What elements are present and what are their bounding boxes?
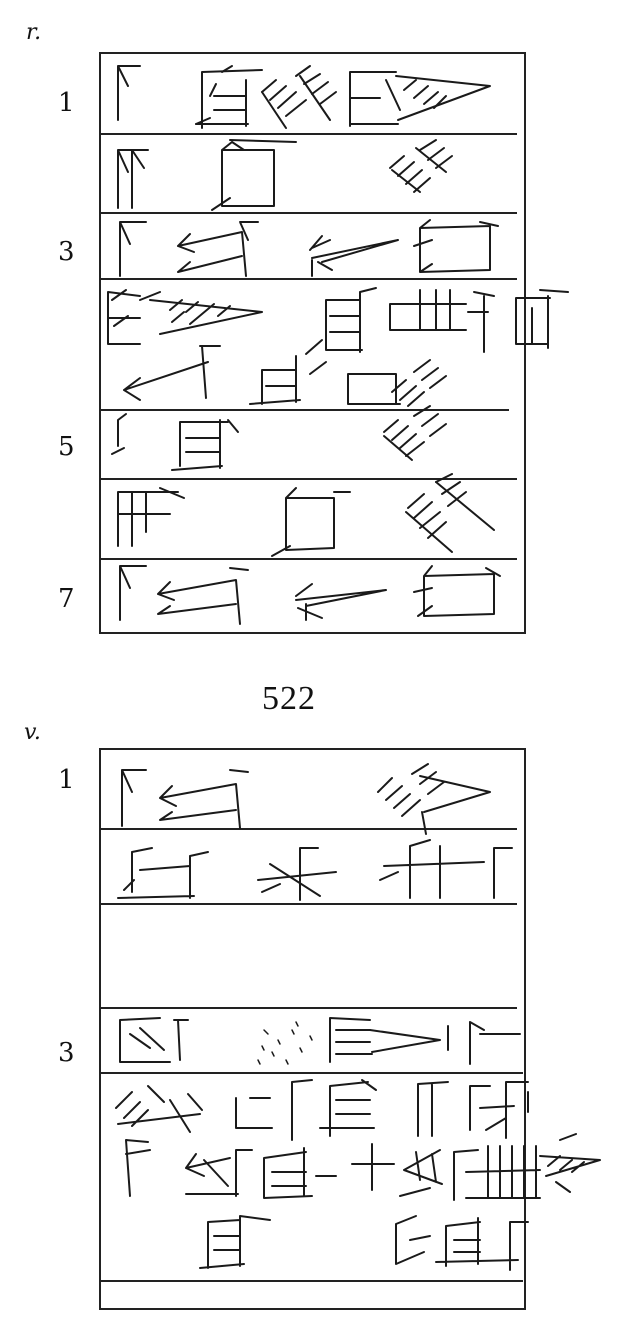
cuneiform-sign xyxy=(115,1085,203,1133)
cuneiform-sign xyxy=(249,339,327,405)
cuneiform-sign xyxy=(121,769,147,827)
reverse-line-rule xyxy=(99,903,517,905)
cuneiform-sign xyxy=(413,565,501,617)
cuneiform-sign xyxy=(195,65,263,129)
cuneiform-sign xyxy=(263,1147,337,1199)
cuneiform-sign xyxy=(125,1139,151,1197)
cuneiform-sign xyxy=(377,763,491,835)
cuneiform-sign xyxy=(199,1215,271,1269)
reverse-line-number: 3 xyxy=(58,1038,75,1068)
cuneiform-sign xyxy=(351,1143,395,1191)
text-number: 522 xyxy=(262,680,316,717)
cuneiform-sign xyxy=(117,487,185,547)
cuneiform-sign xyxy=(325,287,377,353)
cuneiform-sign xyxy=(515,289,569,349)
reverse-tablet-frame xyxy=(99,748,526,1310)
cuneiform-sign xyxy=(171,419,239,471)
cuneiform-sign xyxy=(257,847,337,901)
cuneiform-sign xyxy=(379,839,513,899)
cuneiform-sign xyxy=(235,1079,313,1141)
cuneiform-sign xyxy=(119,221,147,277)
cuneiform-sign xyxy=(261,65,337,129)
obverse-line-rule xyxy=(99,478,517,480)
cuneiform-sign xyxy=(399,1149,443,1197)
obverse-line-rule xyxy=(99,212,517,214)
cuneiform-sign xyxy=(389,139,453,193)
cuneiform-sign xyxy=(347,359,447,407)
cuneiform-sign xyxy=(111,413,127,455)
cuneiform-sign xyxy=(349,71,491,127)
obverse-line-number: 3 xyxy=(58,237,75,267)
cuneiform-sign xyxy=(257,1021,313,1065)
cuneiform-sign xyxy=(123,345,221,401)
obverse-side-label: r. xyxy=(26,20,42,45)
cuneiform-sign xyxy=(453,1145,541,1201)
cuneiform-sign xyxy=(417,1081,529,1139)
cuneiform-sign xyxy=(211,139,297,211)
cuneiform-sign xyxy=(177,221,259,277)
cuneiform-sign xyxy=(319,1079,377,1137)
reverse-line-rule xyxy=(99,1280,523,1282)
cuneiform-sign xyxy=(149,299,263,335)
obverse-line-rule xyxy=(99,133,517,135)
reverse-line-rule xyxy=(99,828,517,830)
reverse-line-rule xyxy=(99,1007,517,1009)
obverse-line-rule xyxy=(99,278,517,280)
cuneiform-sign xyxy=(157,567,249,625)
cuneiform-sign xyxy=(295,583,387,621)
cuneiform-sign xyxy=(329,1017,521,1065)
cuneiform-sign xyxy=(117,847,209,899)
cuneiform-sign xyxy=(117,65,141,121)
cuneiform-sign xyxy=(159,769,249,829)
obverse-line-number: 7 xyxy=(58,584,75,614)
cuneiform-sign xyxy=(389,289,495,353)
obverse-line-number: 1 xyxy=(58,88,75,118)
obverse-line-rule xyxy=(99,409,509,411)
cuneiform-sign xyxy=(383,405,447,461)
obverse-line-number: 5 xyxy=(58,432,75,462)
cuneiform-sign xyxy=(119,1017,189,1063)
reverse-side-label: v. xyxy=(24,720,41,745)
cuneiform-sign xyxy=(435,1217,529,1271)
reverse-line-rule xyxy=(99,1072,523,1074)
cuneiform-sign xyxy=(271,487,351,557)
cuneiform-sign xyxy=(119,565,147,621)
cuneiform-sign xyxy=(413,219,499,273)
cuneiform-sign xyxy=(539,1133,601,1193)
cuneiform-sign xyxy=(395,1215,431,1265)
cuneiform-sign xyxy=(107,289,161,345)
reverse-line-number: 1 xyxy=(58,765,75,795)
obverse-line-rule xyxy=(99,558,517,560)
cuneiform-sign xyxy=(117,149,149,209)
cuneiform-sign xyxy=(309,235,399,277)
cuneiform-sign xyxy=(185,1149,253,1197)
cuneiform-sign xyxy=(405,473,495,553)
